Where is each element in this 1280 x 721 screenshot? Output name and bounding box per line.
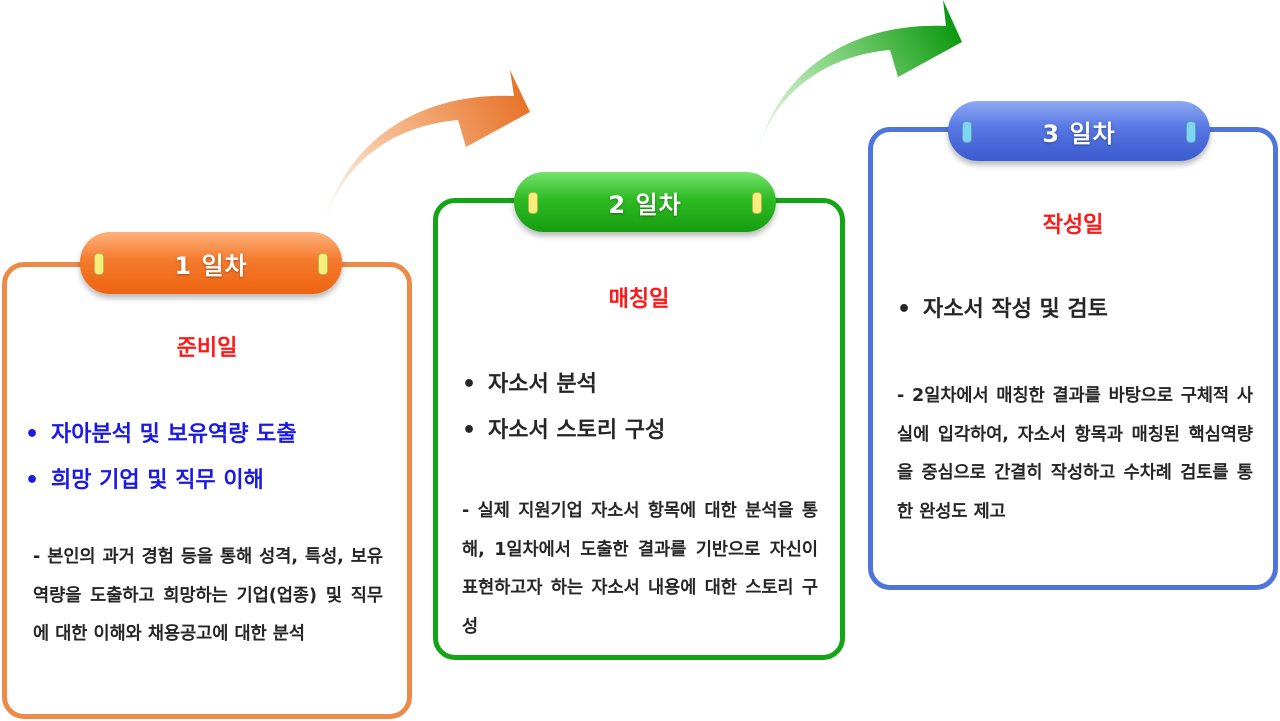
badge-dot <box>94 253 104 275</box>
step-card-day2: 매칭일 •자소서 분석 •자소서 스토리 구성 - 실제 지원기업 자소서 항목… <box>433 198 845 660</box>
step-title: 작성일 <box>1042 213 1104 238</box>
bullet-item: •희망 기업 및 직무 이해 <box>25 468 264 493</box>
bullet-list: •자아분석 및 보유역량 도출 •희망 기업 및 직무 이해 <box>25 412 297 504</box>
day-badge-1: 1 일차 <box>80 232 342 294</box>
badge-dot <box>752 192 762 214</box>
step-card-day1: 준비일 •자아분석 및 보유역량 도출 •희망 기업 및 직무 이해 - 본인의… <box>2 262 412 719</box>
bullet-item: •자소서 스토리 구성 <box>462 418 666 443</box>
arrow-day1-to-day2 <box>322 70 530 232</box>
arrow-day2-to-day3 <box>755 0 962 162</box>
step-description: - 2일차에서 매칭한 결과를 바탕으로 구체적 사실에 입각하여, 자소서 항… <box>897 386 1253 522</box>
bullet-list: •자소서 작성 및 검토 <box>897 287 1108 333</box>
bullet-list: •자소서 분석 •자소서 스토리 구성 <box>462 362 665 454</box>
badge-dot <box>962 121 972 143</box>
day-badge-3: 3 일차 <box>948 101 1210 161</box>
bullet-item: •자소서 분석 <box>462 372 597 397</box>
day-badge-2: 2 일차 <box>514 172 776 232</box>
badge-dot <box>528 192 538 214</box>
bullet-item: •자소서 작성 및 검토 <box>897 297 1108 322</box>
step-title: 준비일 <box>176 336 238 361</box>
bullet-item: •자아분석 및 보유역량 도출 <box>25 422 297 447</box>
step-description: - 본인의 과거 경험 등을 통해 성격, 특성, 보유 역량을 도출하고 희망… <box>33 547 383 644</box>
step-title: 매칭일 <box>608 287 670 312</box>
step-description: - 실제 지원기업 자소서 항목에 대한 분석을 통해, 1일차에서 도출한 결… <box>462 501 818 637</box>
badge-dot <box>1186 121 1196 143</box>
badge-dot <box>318 253 328 275</box>
step-card-day3: 작성일 •자소서 작성 및 검토 - 2일차에서 매칭한 결과를 바탕으로 구체… <box>868 127 1278 590</box>
